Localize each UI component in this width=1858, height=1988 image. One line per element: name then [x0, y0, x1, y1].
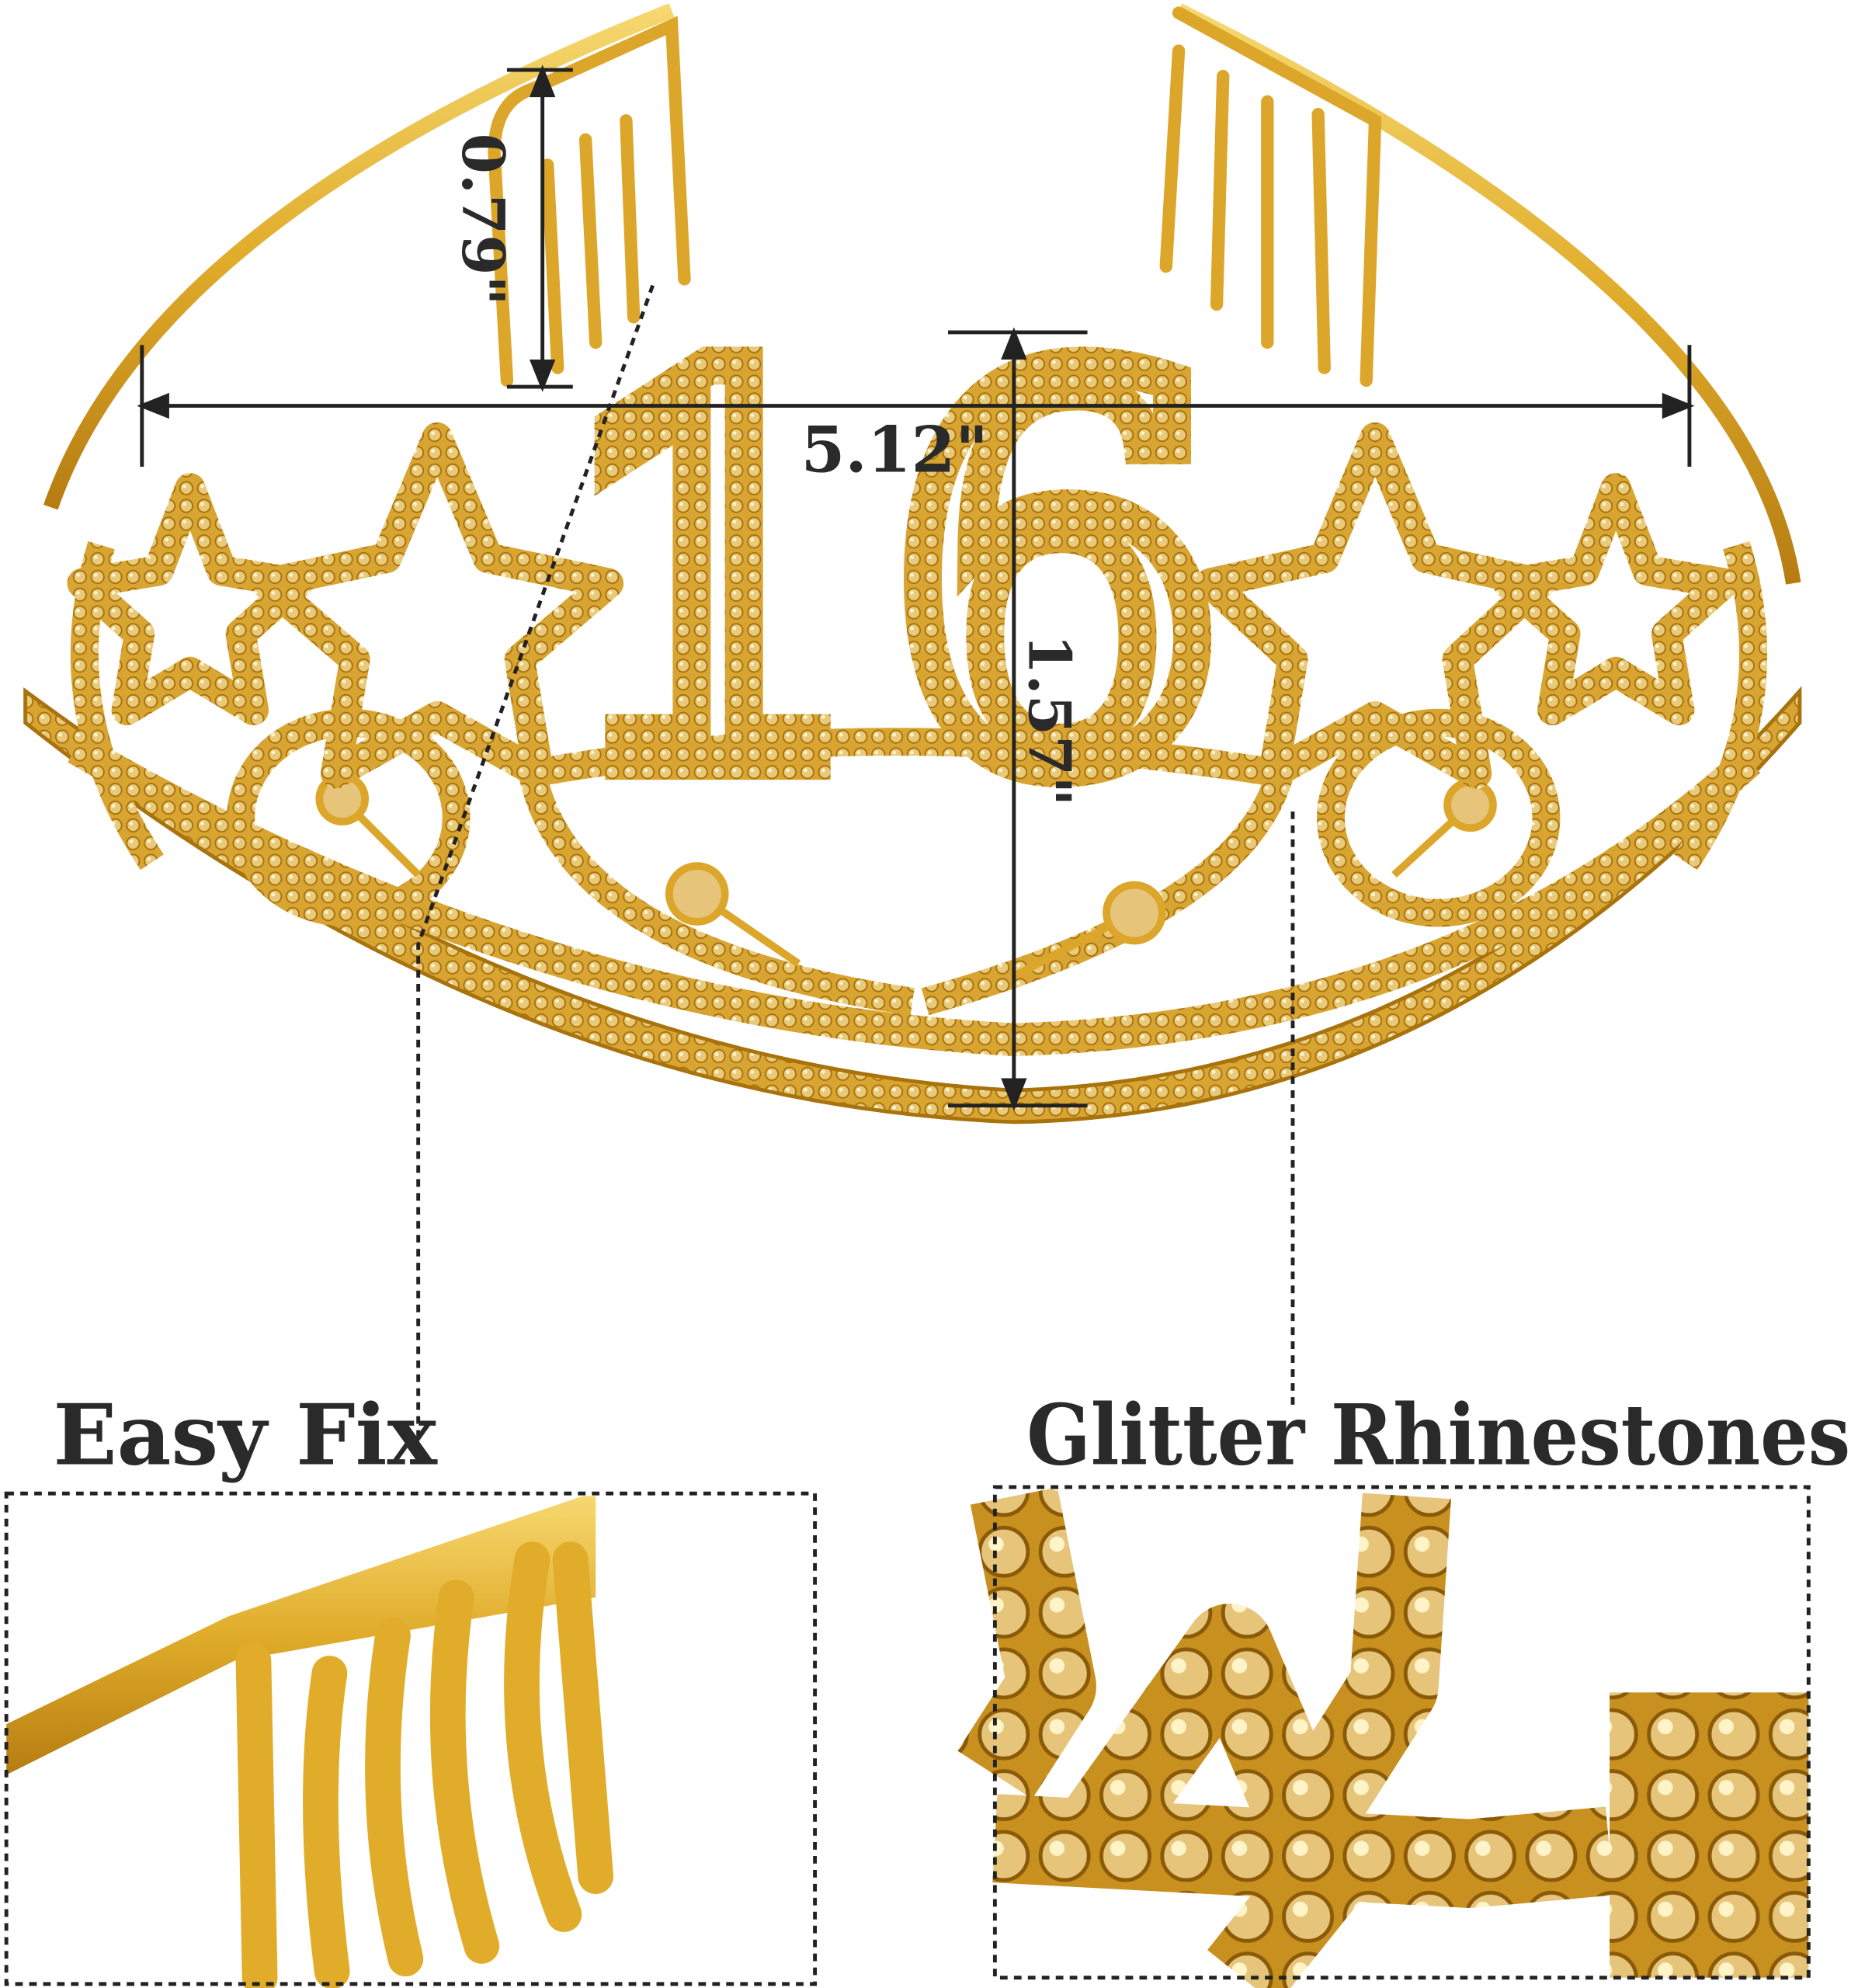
tiara-stars [67, 422, 1739, 789]
dimension-comb-height [506, 64, 573, 392]
dimension-label-length: 5.12" [801, 412, 988, 487]
feature-title-easy-fix: Easy Fix [54, 1387, 438, 1485]
dimension-length [137, 345, 1695, 467]
detail-easy-fix [4, 1491, 818, 1988]
tiara-base-band [23, 686, 1802, 1124]
comb-left [488, 16, 691, 388]
dimension-height [947, 327, 1088, 1111]
dimension-label-comb: 0.79" [449, 134, 517, 306]
comb-right [1159, 6, 1382, 388]
feature-title-glitter-rhinestones: Glitter Rhinestones [1026, 1387, 1850, 1485]
tiara-number-16: 16 [530, 248, 1245, 905]
detail-glitter-rhinestones [957, 1485, 1811, 1988]
tiara-accent-posts [315, 772, 1497, 980]
callout-lines [416, 284, 1295, 1461]
svg-text:16: 16 [548, 267, 1225, 887]
dimension-label-height: 1.57" [1015, 634, 1083, 806]
